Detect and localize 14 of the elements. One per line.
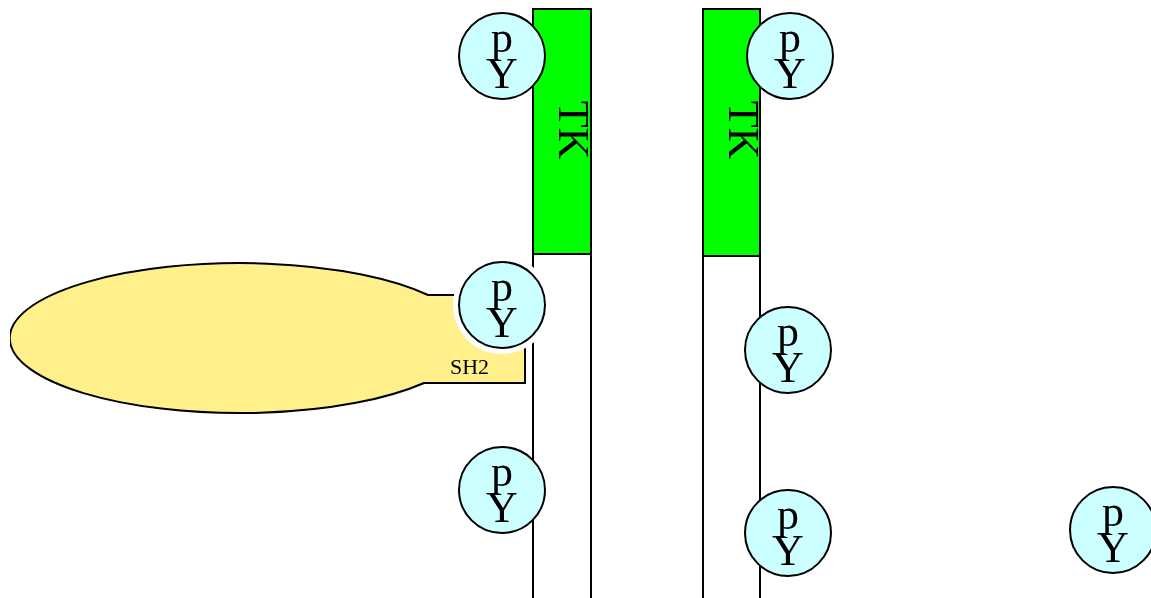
residue-label: p Y	[771, 497, 805, 569]
residue-label: p Y	[771, 314, 805, 386]
residue-label: p Y	[773, 20, 807, 92]
residue-label: p Y	[1096, 494, 1130, 566]
kinase-domain	[702, 8, 761, 257]
residue-label: p Y	[485, 454, 519, 526]
receptor-bar	[702, 8, 761, 598]
receptor-bar	[532, 8, 592, 598]
domain-label: TK	[551, 100, 596, 160]
domain-label: SH2	[450, 356, 490, 378]
kinase-domain	[532, 8, 592, 255]
domain-label: TK	[721, 100, 766, 160]
residue-label: p Y	[485, 20, 519, 92]
residue-label: p Y	[485, 269, 519, 341]
